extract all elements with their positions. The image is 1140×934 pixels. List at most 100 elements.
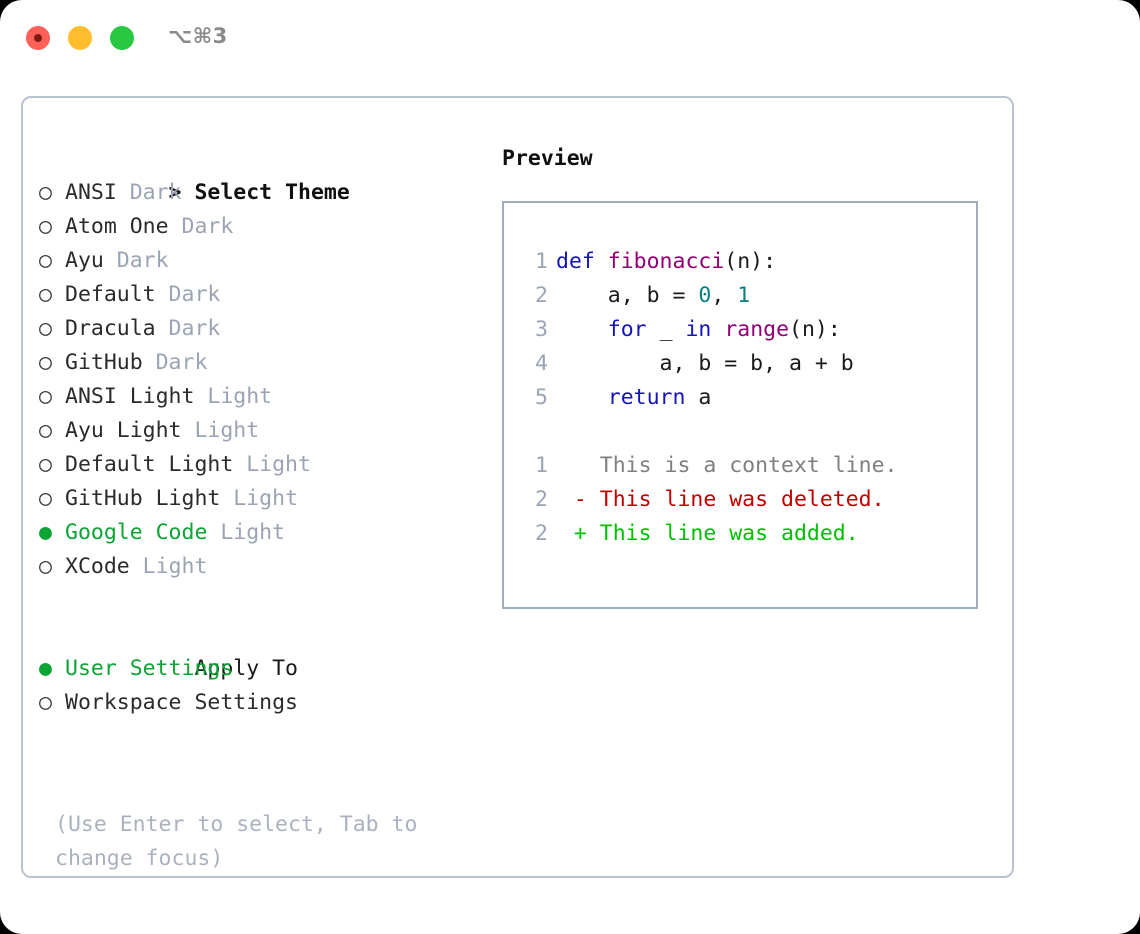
line-number: 3 bbox=[535, 317, 548, 342]
theme-list-item[interactable]: ○ ANSI Dark bbox=[39, 176, 489, 210]
theme-variant-badge: Dark bbox=[155, 282, 221, 307]
code-line: 5 return a bbox=[522, 381, 976, 415]
diff-line: 2 + This line was added. bbox=[522, 517, 976, 551]
diff-line-text: + This line was added. bbox=[548, 521, 859, 546]
theme-variant-badge: Light bbox=[194, 384, 273, 409]
theme-variant-badge: Dark bbox=[155, 316, 221, 341]
theme-name: GitHub Light bbox=[65, 486, 221, 511]
code-token-fn: range bbox=[724, 317, 790, 342]
apply-to-header: Apply To bbox=[39, 618, 489, 681]
theme-list-item[interactable]: ○Default Light Light bbox=[39, 448, 489, 482]
code-line: 2 a, b = 0, 1 bbox=[522, 279, 976, 313]
code-token-num: 0 bbox=[698, 283, 712, 308]
theme-list-item[interactable]: ○ GitHub Dark bbox=[39, 346, 489, 380]
code-token-txt: , bbox=[711, 283, 738, 308]
line-number: 2 bbox=[535, 283, 548, 308]
traffic-lights bbox=[26, 26, 134, 50]
theme-list-item[interactable]: ○ Atom One Dark bbox=[39, 210, 489, 244]
code-token-txt: a bbox=[685, 385, 712, 410]
code-token-kw: in bbox=[685, 317, 712, 342]
theme-name: Atom One bbox=[65, 214, 169, 239]
theme-list-item[interactable]: ○XCode Light bbox=[39, 550, 489, 584]
line-number: 4 bbox=[535, 351, 548, 376]
theme-variant-badge: Light bbox=[181, 418, 260, 443]
code-token-num: 1 bbox=[737, 283, 751, 308]
radio-unselected-icon[interactable]: ○ bbox=[39, 452, 52, 477]
apply-to-option[interactable]: ●User Settings bbox=[39, 652, 489, 686]
theme-list-item[interactable]: ○ Ayu Dark bbox=[39, 244, 489, 278]
apply-to-option[interactable]: ○ Workspace Settings bbox=[39, 686, 489, 720]
theme-variant-badge: Light bbox=[233, 452, 311, 477]
main-panel: >Select Theme ○ANSI Dark○Atom One Dark○A… bbox=[21, 96, 1014, 878]
code-token-kw: for bbox=[607, 317, 647, 342]
theme-variant-badge: Light bbox=[207, 520, 286, 545]
radio-unselected-icon[interactable]: ○ bbox=[39, 554, 52, 579]
zoom-button[interactable] bbox=[110, 26, 134, 50]
keyboard-hint-line-2: change focus) bbox=[55, 846, 224, 871]
close-button[interactable] bbox=[26, 26, 50, 50]
keyboard-shortcut-label: ⌥⌘3 bbox=[168, 24, 228, 48]
code-diff-separator bbox=[522, 415, 976, 449]
title-bar: ⌥⌘3 bbox=[0, 0, 1140, 80]
theme-variant-badge: Dark bbox=[142, 350, 208, 375]
radio-unselected-icon[interactable]: ○ bbox=[39, 418, 52, 443]
line-number: 2 bbox=[535, 487, 548, 512]
code-token-txt bbox=[556, 385, 608, 410]
radio-unselected-icon[interactable]: ○ bbox=[39, 180, 52, 205]
apply-to-label: Apply To bbox=[194, 656, 299, 681]
theme-list-item[interactable]: ○ANSI Light Light bbox=[39, 380, 489, 414]
theme-name: ANSI bbox=[65, 180, 117, 205]
radio-unselected-icon[interactable]: ○ bbox=[39, 214, 52, 239]
keyboard-hint: (Use Enter to select, Tab to change focu… bbox=[55, 808, 485, 876]
code-token-punc: (n): bbox=[789, 317, 841, 342]
page-title: Select Theme bbox=[194, 180, 350, 205]
diff-line: 1 This is a context line. bbox=[522, 449, 976, 483]
code-token-punc: (n): bbox=[724, 249, 777, 274]
code-token-txt: a, b = b, a + b bbox=[556, 351, 854, 376]
code-token-txt: _ bbox=[646, 317, 686, 342]
diff-sample: 1 This is a context line. 2 - This line w… bbox=[522, 449, 976, 551]
theme-variant-badge: Dark bbox=[103, 248, 169, 273]
theme-name: Ayu bbox=[65, 248, 104, 273]
theme-name: GitHub bbox=[65, 350, 143, 375]
theme-list-item[interactable]: ○Default Dark bbox=[39, 278, 489, 312]
theme-variant-badge: Dark bbox=[116, 180, 182, 205]
prompt-marker-icon: > bbox=[168, 180, 182, 205]
theme-name: XCode bbox=[65, 554, 130, 579]
diff-line-text: - This line was deleted. bbox=[548, 487, 885, 512]
code-token-kw: return bbox=[607, 385, 686, 410]
apply-to-option-label: Workspace Settings bbox=[65, 690, 298, 715]
theme-list-item[interactable]: ● Google Code Light bbox=[39, 516, 489, 550]
line-number: 1 bbox=[535, 249, 548, 274]
theme-list-item[interactable]: ○ GitHub Light Light bbox=[39, 482, 489, 516]
theme-list-item[interactable]: ○ Dracula Dark bbox=[39, 312, 489, 346]
code-token-txt bbox=[556, 317, 608, 342]
radio-selected-icon[interactable]: ● bbox=[39, 656, 52, 681]
code-token-txt bbox=[711, 317, 724, 342]
apply-to-list: ●User Settings ○ Workspace Settings bbox=[39, 652, 489, 720]
diff-line-text: This is a context line. bbox=[548, 453, 898, 478]
radio-unselected-icon[interactable]: ○ bbox=[39, 384, 52, 409]
radio-unselected-icon[interactable]: ○ bbox=[39, 350, 52, 375]
line-number: 5 bbox=[535, 385, 548, 410]
radio-unselected-icon[interactable]: ○ bbox=[39, 282, 52, 307]
theme-name: Google Code bbox=[65, 520, 208, 545]
theme-variant-badge: Light bbox=[220, 486, 299, 511]
theme-name: Dracula bbox=[65, 316, 156, 341]
radio-unselected-icon[interactable]: ○ bbox=[39, 690, 52, 715]
theme-list-item[interactable]: ○ Ayu Light Light bbox=[39, 414, 489, 448]
line-number: 2 bbox=[535, 521, 548, 546]
theme-name: Ayu Light bbox=[65, 418, 182, 443]
minimize-button[interactable] bbox=[68, 26, 92, 50]
theme-variant-badge: Dark bbox=[168, 214, 234, 239]
radio-unselected-icon[interactable]: ○ bbox=[39, 316, 52, 341]
radio-selected-icon[interactable]: ● bbox=[39, 520, 52, 545]
radio-unselected-icon[interactable]: ○ bbox=[39, 486, 52, 511]
radio-unselected-icon[interactable]: ○ bbox=[39, 248, 52, 273]
code-token-kw: def bbox=[556, 249, 608, 274]
theme-picker-header: > Select Theme bbox=[39, 142, 489, 205]
